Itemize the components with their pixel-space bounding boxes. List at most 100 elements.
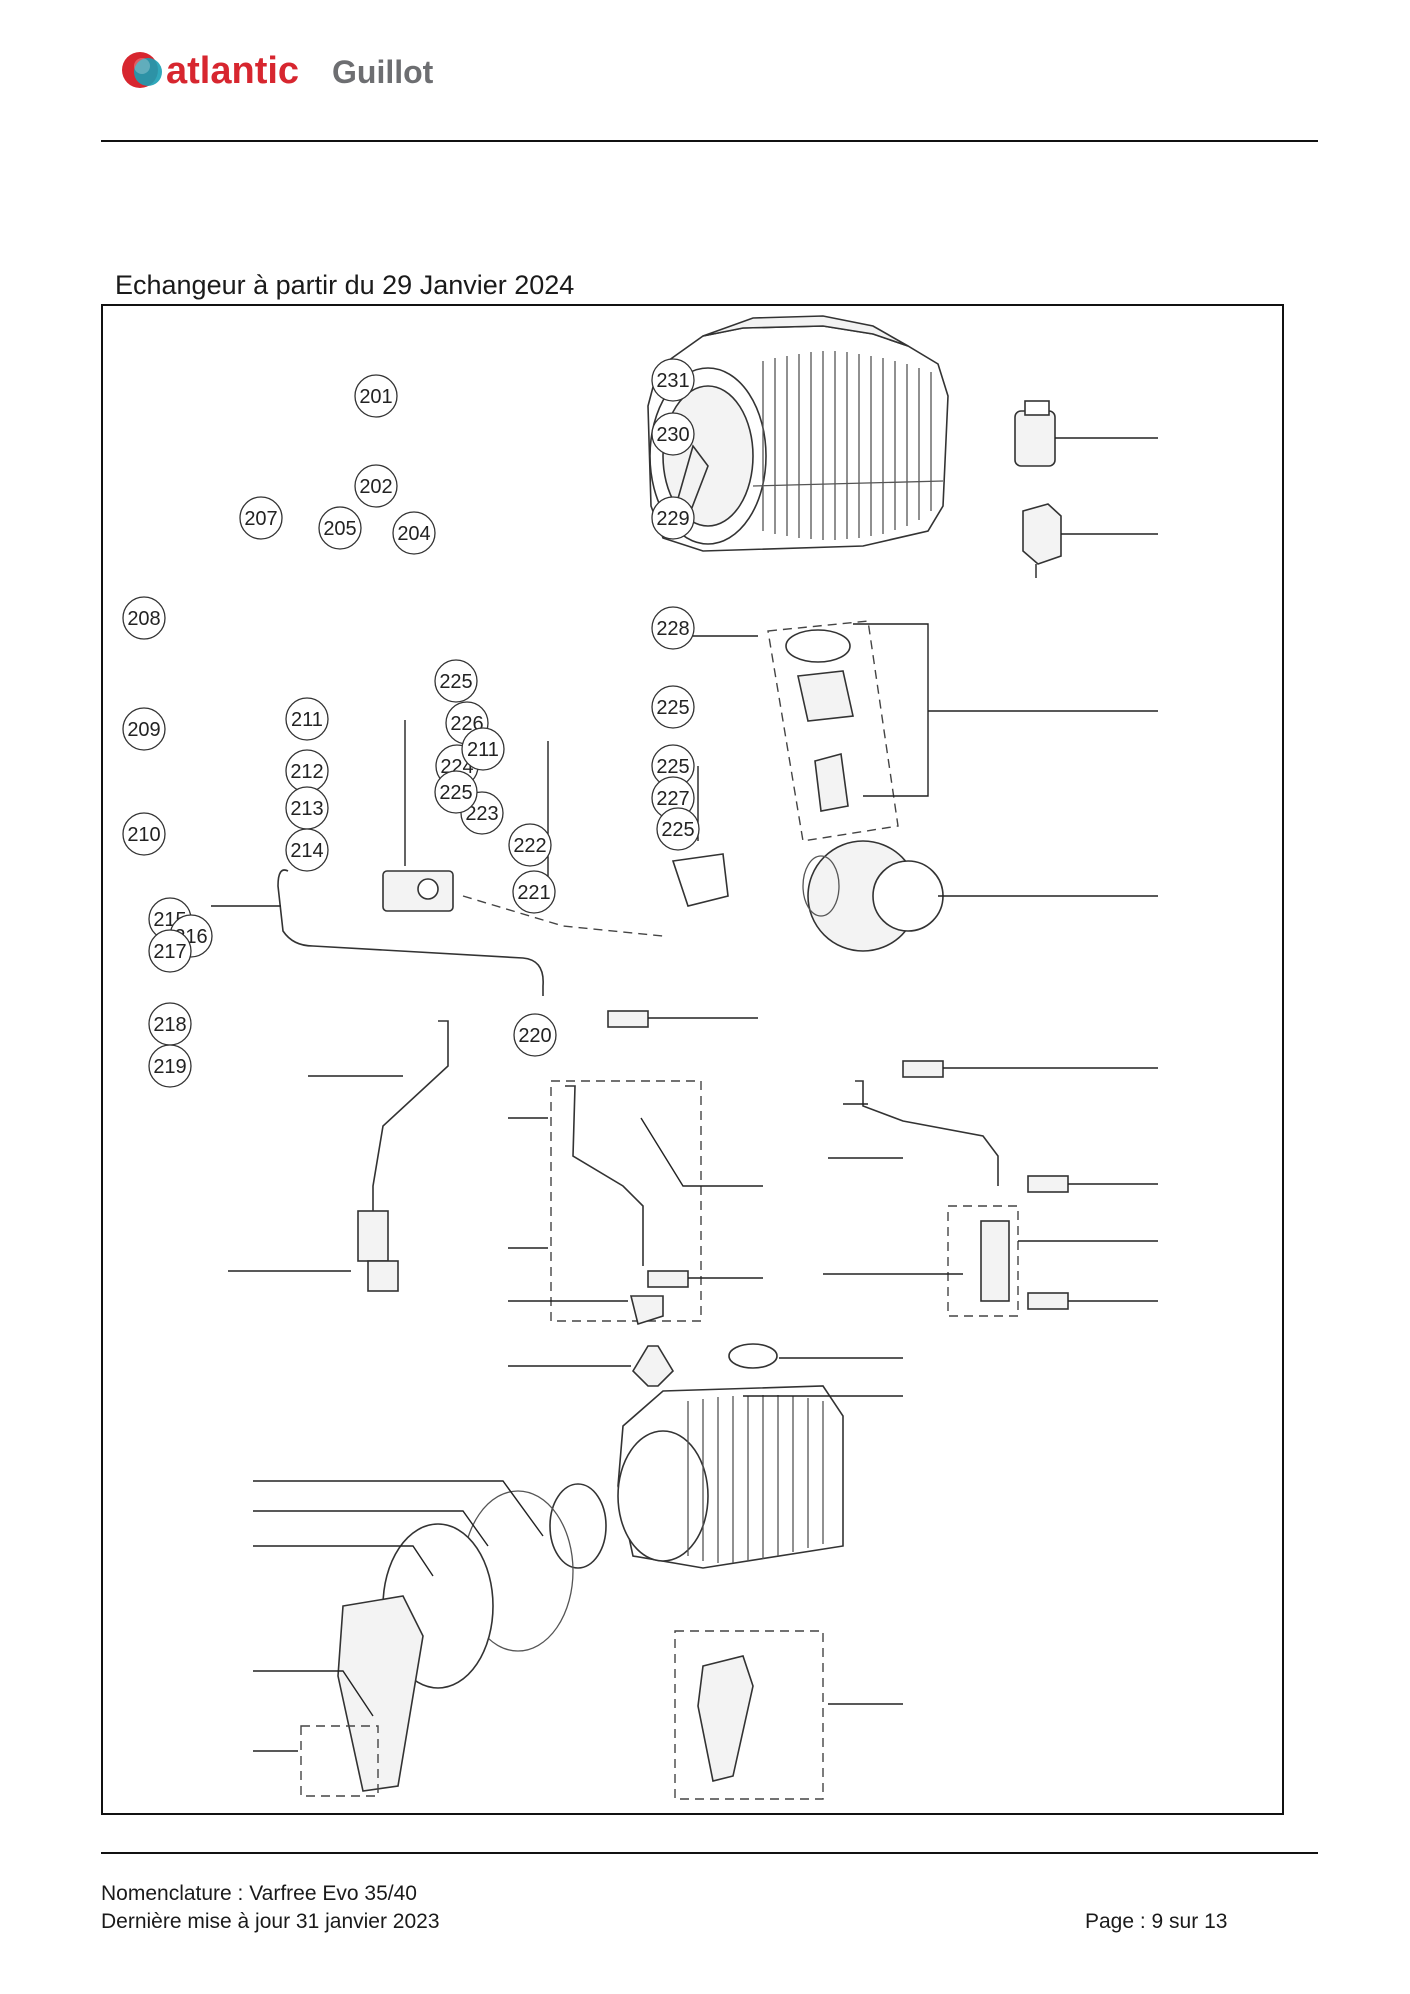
brand-name-primary: atlantic <box>166 50 299 92</box>
svg-text:208: 208 <box>127 608 160 630</box>
callout-214: 214 <box>285 828 329 872</box>
callout-202: 202 <box>354 464 398 508</box>
atlantic-guillot-logo: atlantic Guillot <box>122 50 434 92</box>
callout-225: 225 <box>651 744 695 788</box>
burner-door-part <box>697 1655 754 1782</box>
svg-text:231: 231 <box>656 370 689 392</box>
svg-text:213: 213 <box>290 798 323 820</box>
clip-part <box>1027 1292 1069 1310</box>
callout-204: 204 <box>392 511 436 555</box>
svg-text:229: 229 <box>656 508 689 530</box>
footer-page-number: Page : 9 sur 13 <box>1085 1910 1228 1933</box>
svg-text:207: 207 <box>244 508 277 530</box>
svg-text:225: 225 <box>656 697 689 719</box>
svg-text:210: 210 <box>127 824 160 846</box>
fan-blower-part <box>802 840 944 952</box>
burner-kit-group <box>767 620 899 842</box>
burner-door-parts <box>337 1483 607 1792</box>
leader-line <box>640 1117 763 1187</box>
valve-kit-group <box>947 1205 1019 1317</box>
callout-201: 201 <box>354 374 398 418</box>
drain-valve-part <box>629 1295 664 1326</box>
svg-text:222: 222 <box>513 835 546 857</box>
section-title: Echangeur à partir du 29 Janvier 2024 <box>115 270 575 300</box>
exploded-view-diagram: 2012022042052072082092102112122132142152… <box>122 315 1158 1800</box>
ignition-module-part <box>1022 503 1062 578</box>
callout-212: 212 <box>285 749 329 793</box>
callout-210: 210 <box>122 812 166 856</box>
brand-mark-icon <box>122 52 162 88</box>
svg-text:227: 227 <box>656 788 689 810</box>
return-pipe-part <box>565 1085 644 1266</box>
leader-line <box>253 1670 374 1717</box>
svg-text:219: 219 <box>153 1056 186 1078</box>
gas-pipe-part <box>277 869 544 996</box>
callout-213: 213 <box>285 786 329 830</box>
callout-211: 211 <box>461 727 505 771</box>
svg-text:225: 225 <box>661 819 694 841</box>
collar-part <box>671 853 729 907</box>
callout-207: 207 <box>239 496 283 540</box>
pressure-switch-part <box>1014 400 1056 467</box>
filter-body-part <box>357 1210 399 1292</box>
svg-text:225: 225 <box>656 756 689 778</box>
gasket-ring-part <box>728 1343 778 1369</box>
callout-222: 222 <box>508 823 552 867</box>
header-divider <box>101 140 1318 142</box>
svg-text:221: 221 <box>517 882 550 904</box>
heat-exchanger-bottom <box>617 1385 844 1569</box>
right-pipe-part <box>855 1080 999 1186</box>
brand-name-secondary: Guillot <box>332 54 434 90</box>
callout-231: 231 <box>651 358 695 402</box>
leader-bracket <box>853 623 929 797</box>
callout-225: 225 <box>434 659 478 703</box>
callout-228: 228 <box>651 606 695 650</box>
door-kit-group <box>674 1630 824 1800</box>
callout-211: 211 <box>285 697 329 741</box>
svg-text:230: 230 <box>656 424 689 446</box>
svg-text:214: 214 <box>290 840 323 862</box>
svg-text:212: 212 <box>290 761 323 783</box>
callout-layer: 2012022042052072082092102112122132142152… <box>122 358 700 1088</box>
three-way-valve-part <box>980 1220 1010 1302</box>
callout-208: 208 <box>122 596 166 640</box>
callout-229: 229 <box>651 496 695 540</box>
svg-text:211: 211 <box>291 709 323 731</box>
callout-221: 221 <box>512 870 556 914</box>
callout-205: 205 <box>318 506 362 550</box>
svg-text:204: 204 <box>397 523 430 545</box>
callout-219: 219 <box>148 1044 192 1088</box>
purge-part <box>631 1345 675 1387</box>
svg-text:217: 217 <box>153 941 186 963</box>
svg-text:223: 223 <box>465 803 498 825</box>
callout-218: 218 <box>148 1002 192 1046</box>
flow-pipe-part <box>372 1020 449 1236</box>
callout-230: 230 <box>651 412 695 456</box>
svg-text:202: 202 <box>359 476 392 498</box>
svg-text:220: 220 <box>518 1025 551 1047</box>
svg-text:228: 228 <box>656 618 689 640</box>
dashed-link <box>462 895 664 937</box>
leader-line <box>253 1545 434 1577</box>
gas-valve-part <box>382 870 454 912</box>
clip-part <box>647 1270 689 1288</box>
callout-220: 220 <box>513 1013 557 1057</box>
footer-nomenclature: Nomenclature : Varfree Evo 35/40 <box>101 1882 417 1905</box>
footer-divider <box>101 1852 1318 1854</box>
svg-text:211: 211 <box>467 739 499 761</box>
footer-last-update: Dernière mise à jour 31 janvier 2023 <box>101 1910 440 1933</box>
svg-text:225: 225 <box>439 782 472 804</box>
callout-225: 225 <box>434 770 478 814</box>
svg-text:201: 201 <box>359 386 392 408</box>
leader-line <box>253 1480 544 1537</box>
electrode-kit-group <box>300 1725 379 1797</box>
pipe-kit-group <box>550 1080 702 1322</box>
callout-225: 225 <box>651 685 695 729</box>
callout-225: 225 <box>656 807 700 851</box>
svg-text:218: 218 <box>153 1014 186 1036</box>
callout-217: 217 <box>148 929 192 973</box>
svg-text:205: 205 <box>323 518 356 540</box>
leader-line <box>253 1510 489 1547</box>
svg-text:209: 209 <box>127 719 160 741</box>
